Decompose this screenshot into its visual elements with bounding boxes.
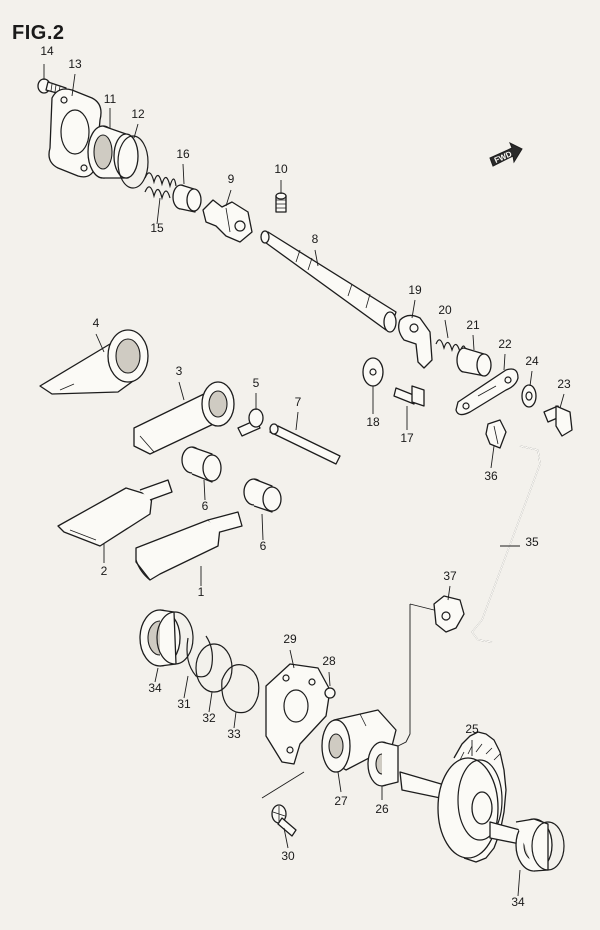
part-25-governor-gear [399, 731, 507, 863]
part-24-washer [521, 384, 537, 408]
part-11-housing [87, 125, 139, 179]
part-label-p7: 7 [295, 395, 302, 409]
part-label-p6b: 6 [260, 539, 267, 553]
part-label-p10: 10 [274, 162, 288, 176]
part-label-p35: 35 [525, 535, 539, 549]
part-label-p31: 31 [177, 697, 191, 711]
part-6b-bushing [243, 478, 282, 513]
part-7-pin [269, 423, 341, 465]
leader-lines [43, 64, 565, 897]
part-label-p22: 22 [498, 337, 512, 351]
part-31-circlip [186, 635, 213, 678]
part-label-p2: 2 [101, 564, 108, 578]
part-label-p17: 17 [400, 431, 414, 445]
part-34b-bearing [489, 818, 565, 872]
part-16-bushing [172, 184, 202, 213]
part-6a-bushing [181, 446, 222, 483]
part-8-shaft [260, 230, 397, 333]
part-label-p34b: 34 [511, 895, 525, 909]
part-20-spring [435, 339, 467, 355]
part-9-lever [202, 199, 253, 243]
part-17-bolt [393, 385, 425, 407]
fwd-arrow-icon: FWD [489, 141, 523, 167]
part-label-p23: 23 [557, 377, 571, 391]
part-22-link-plate [455, 368, 519, 416]
part-30-screw [271, 804, 297, 837]
part-label-p25: 25 [465, 722, 479, 736]
part-19-bracket [398, 314, 433, 369]
part-label-p9: 9 [228, 172, 235, 186]
part-label-p28: 28 [322, 654, 336, 668]
part-12-oring [117, 135, 149, 189]
part-label-p15: 15 [150, 221, 164, 235]
part-37-clip [433, 595, 465, 633]
figure-title: FIG.2 [12, 22, 65, 44]
part-label-p27: 27 [334, 794, 348, 808]
part-10-bolt [275, 192, 287, 213]
part-label-p13: 13 [68, 57, 82, 71]
part-label-p24: 24 [525, 354, 539, 368]
part-label-p12: 12 [131, 107, 145, 121]
part-33-ring [221, 664, 260, 714]
part-label-p36: 36 [484, 469, 498, 483]
part-label-p30: 30 [281, 849, 295, 863]
part-label-p18: 18 [366, 415, 380, 429]
part-label-p8: 8 [312, 232, 319, 246]
part-28-ball [324, 687, 336, 699]
part-36-clip [485, 419, 507, 449]
part-27-gear-cam [321, 709, 397, 773]
part-label-p26: 26 [375, 802, 389, 816]
part-1-valve [135, 511, 243, 581]
fwd-label: FWD [493, 149, 514, 165]
part-label-p14: 14 [40, 44, 54, 58]
part-label-p3: 3 [176, 364, 183, 378]
part-18-washer [362, 357, 384, 387]
part-number-labels: 1413111216109158192021222423435718173635… [40, 44, 571, 909]
part-21-collar [456, 347, 492, 377]
part-label-p19: 19 [408, 283, 422, 297]
part-label-p37: 37 [443, 569, 457, 583]
part-29-cover [265, 663, 331, 765]
part-label-p21: 21 [466, 318, 480, 332]
part-2-valve [57, 479, 173, 547]
part-label-p6a: 6 [202, 499, 209, 513]
part-35-rod [471, 445, 541, 643]
part-label-p4: 4 [93, 316, 100, 330]
part-label-p29: 29 [283, 632, 297, 646]
part-5-screw [237, 408, 264, 437]
part-26-washer [367, 741, 399, 787]
part-label-p20: 20 [438, 303, 452, 317]
part-4-valve [39, 329, 149, 395]
part-label-p5: 5 [253, 376, 260, 390]
part-label-p32: 32 [202, 711, 216, 725]
part-label-p1: 1 [198, 585, 205, 599]
part-23-bolt [543, 405, 573, 437]
part-label-p33: 33 [227, 727, 241, 741]
part-label-p16: 16 [176, 147, 190, 161]
part-label-p34a: 34 [148, 681, 162, 695]
part-32-ring [195, 643, 233, 693]
part-15-spring [144, 172, 177, 201]
part-3-valve [133, 381, 235, 455]
part-34a-bearing [139, 609, 194, 667]
part-label-p11: 11 [104, 92, 117, 106]
